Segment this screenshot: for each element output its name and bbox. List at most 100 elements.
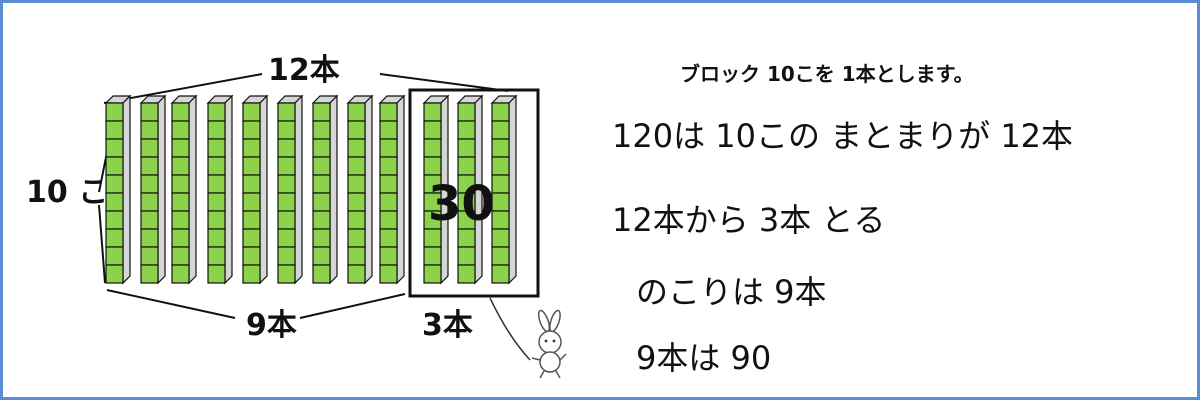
- bracket-bottom: [106, 289, 406, 319]
- unit-block: [171, 210, 190, 230]
- unit-block: [457, 156, 476, 176]
- unit-block: [140, 246, 159, 266]
- unit-block: [207, 210, 226, 230]
- unit-block: [423, 156, 442, 176]
- block-stick: [311, 94, 339, 285]
- unit-block: [140, 174, 159, 194]
- unit-block: [105, 210, 124, 230]
- unit-block: [379, 246, 398, 266]
- unit-block: [105, 264, 124, 284]
- unit-block: [277, 174, 296, 194]
- unit-block: [491, 246, 510, 266]
- unit-block: [347, 174, 366, 194]
- block-stick: [456, 94, 484, 285]
- unit-block: [312, 264, 331, 284]
- unit-block: [242, 246, 261, 266]
- unit-block: [207, 246, 226, 266]
- unit-block: [491, 102, 510, 122]
- block-stick: [241, 94, 269, 285]
- unit-block: [242, 210, 261, 230]
- block-stick: [346, 94, 374, 285]
- unit-block: [312, 210, 331, 230]
- unit-block: [457, 138, 476, 158]
- unit-block: [242, 264, 261, 284]
- unit-block: [242, 102, 261, 122]
- block-stick: [490, 94, 518, 285]
- unit-block: [423, 102, 442, 122]
- unit-block: [105, 102, 124, 122]
- unit-block: [171, 228, 190, 248]
- unit-block: [140, 156, 159, 176]
- unit-block: [277, 210, 296, 230]
- stick-group: [104, 94, 518, 285]
- block-stick: [139, 94, 167, 285]
- unit-block: [347, 228, 366, 248]
- unit-block: [347, 120, 366, 140]
- unit-block: [347, 264, 366, 284]
- unit-block: [242, 228, 261, 248]
- unit-block: [277, 138, 296, 158]
- explanation-line-4: 9本は 90: [636, 339, 772, 377]
- unit-block: [207, 138, 226, 158]
- unit-block: [347, 138, 366, 158]
- block-stick: [276, 94, 304, 285]
- unit-block: [105, 246, 124, 266]
- unit-block: [105, 156, 124, 176]
- unit-block: [105, 192, 124, 212]
- block-stick: [422, 94, 450, 285]
- block-stick: [206, 94, 234, 285]
- unit-block: [277, 120, 296, 140]
- unit-block: [171, 264, 190, 284]
- unit-block: [379, 192, 398, 212]
- explanation-rule: ブロック 10こを 1本とします。: [680, 62, 974, 86]
- unit-block: [491, 156, 510, 176]
- unit-block: [347, 102, 366, 122]
- unit-block: [242, 156, 261, 176]
- unit-block: [379, 102, 398, 122]
- unit-block: [457, 264, 476, 284]
- block-stick: [104, 94, 132, 285]
- taken-value-label: 30: [428, 176, 495, 232]
- unit-block: [207, 174, 226, 194]
- unit-block: [242, 138, 261, 158]
- unit-block: [457, 246, 476, 266]
- unit-block: [105, 174, 124, 194]
- unit-block: [242, 174, 261, 194]
- unit-block: [140, 228, 159, 248]
- unit-block: [379, 174, 398, 194]
- unit-block: [277, 192, 296, 212]
- unit-block: [347, 192, 366, 212]
- unit-block: [379, 156, 398, 176]
- unit-block: [347, 246, 366, 266]
- unit-block: [423, 264, 442, 284]
- unit-block: [277, 228, 296, 248]
- remaining-sticks-label: 9本: [246, 308, 297, 343]
- unit-block: [457, 120, 476, 140]
- unit-block: [171, 246, 190, 266]
- unit-block: [312, 120, 331, 140]
- unit-block: [312, 138, 331, 158]
- unit-block: [491, 120, 510, 140]
- unit-block: [140, 120, 159, 140]
- block-stick: [170, 94, 198, 285]
- unit-block: [312, 192, 331, 212]
- unit-block: [379, 120, 398, 140]
- unit-block: [171, 192, 190, 212]
- taken-sticks-label: 3本: [422, 308, 473, 343]
- rabbit-icon: [531, 309, 567, 379]
- unit-block: [105, 228, 124, 248]
- unit-block: [347, 210, 366, 230]
- unit-block: [140, 192, 159, 212]
- unit-block: [105, 138, 124, 158]
- unit-block: [312, 156, 331, 176]
- unit-block: [277, 264, 296, 284]
- unit-block: [312, 246, 331, 266]
- unit-block: [379, 210, 398, 230]
- unit-block: [347, 156, 366, 176]
- unit-block: [171, 174, 190, 194]
- unit-block: [140, 138, 159, 158]
- unit-block: [491, 264, 510, 284]
- unit-block: [379, 264, 398, 284]
- explanation-line-1: 120は 10この まとまりが 12本: [612, 117, 1074, 155]
